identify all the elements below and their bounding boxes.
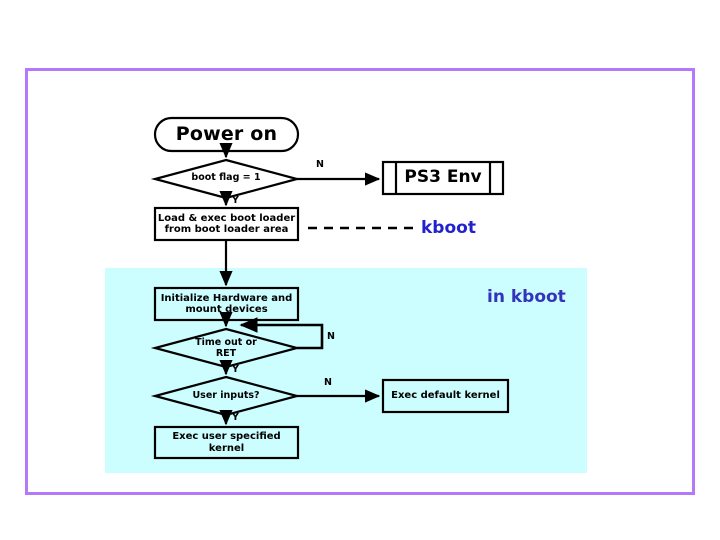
init-hardware-label: Initialize Hardware and mount devices	[156, 289, 297, 319]
user-inputs-yes-label: Y	[232, 412, 239, 423]
user-inputs-label: User inputs?	[192, 389, 260, 401]
kboot-annotation: kboot	[421, 218, 476, 238]
timeout-yes-label: Y	[232, 364, 239, 375]
exec-user-kernel-label: Exec user specified kernel	[172, 431, 281, 454]
user-inputs-no-label: N	[324, 377, 332, 388]
timeout-ret-line2: RET	[215, 348, 237, 359]
init-hardware-line2: mount devices	[185, 304, 268, 315]
power-on-label: Power on	[175, 122, 278, 145]
slide-frame-border	[25, 68, 695, 495]
timeout-no-label: N	[327, 331, 335, 342]
in-kboot-annotation: in kboot	[487, 287, 566, 307]
timeout-ret-label: Time out or RET	[156, 336, 296, 362]
load-exec-label: Load & exec boot loader from boot loader…	[156, 209, 297, 239]
timeout-ret-line1: Time out or	[195, 337, 257, 349]
load-exec-line1: Load & exec boot loader	[157, 212, 296, 224]
load-exec-line2: from boot loader area	[164, 224, 289, 235]
ps3-env-label: PS3 Env	[404, 167, 482, 188]
boot-flag-no-label: N	[316, 159, 324, 170]
boot-flag-yes-label: Y	[232, 195, 239, 206]
init-hardware-line1: Initialize Hardware and	[160, 292, 293, 304]
boot-flag-label: boot flag = 1	[191, 172, 261, 184]
exec-default-kernel-label: Exec default kernel	[391, 390, 500, 402]
